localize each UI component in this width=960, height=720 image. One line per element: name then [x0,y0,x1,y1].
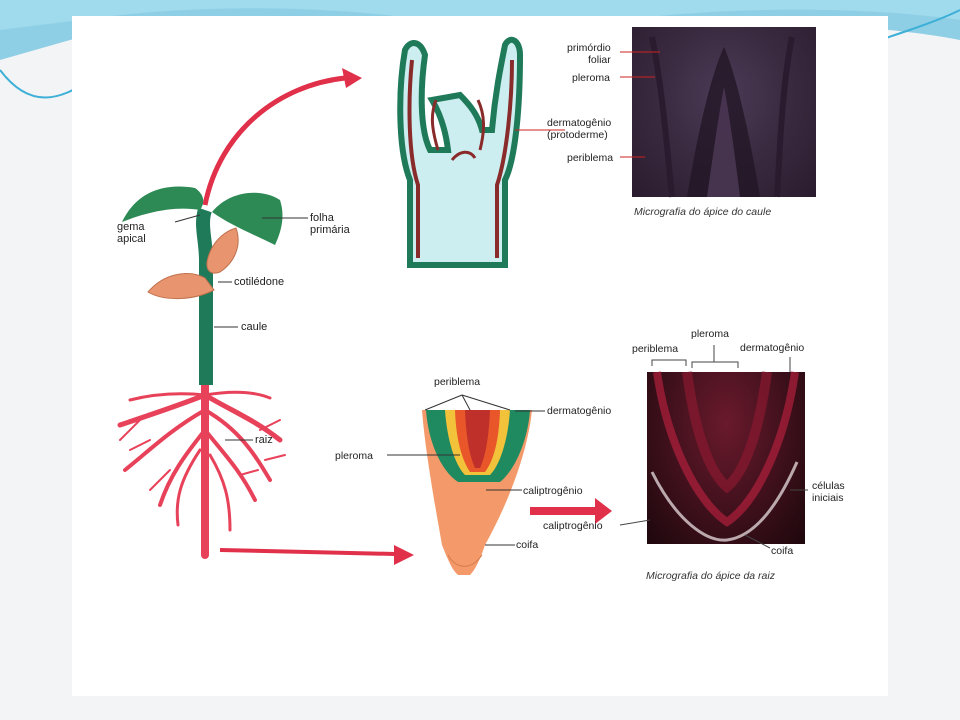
root-system [117,376,286,559]
label-root-periblema: periblema [434,376,481,388]
stem-apex-section [397,36,524,268]
label-stem-pleroma: pleroma [572,72,610,84]
left-leaf [122,186,204,222]
label-cotiledone: cotilédone [234,276,285,288]
label-rm-caliptrogenio: caliptrogênio [543,520,603,532]
seedling-leaders [174,214,308,441]
root-micrograph [647,371,805,544]
seedling [117,186,286,559]
label-root-caliptrogenio: caliptrogênio [523,485,583,497]
cotyledon-upper [206,227,239,274]
arrow-head-root [394,545,414,565]
label-stem-dermatogenio: dermatogênio(protoderme) [547,117,612,141]
root-apex-leaders [387,394,545,546]
arrow-to-root-micrograph [530,498,612,524]
right-leaf [212,192,283,245]
root-apex-section [422,410,532,575]
label-root-coifa: coifa [516,539,539,551]
label-root-pleroma: pleroma [335,450,373,462]
arrow-head-stem [342,68,362,88]
label-root-dermatogenio: dermatogênio [547,405,612,417]
label-rm-periblema: periblema [632,343,679,355]
caption-stem-micrograph: Micrografia do ápice do caule [634,206,772,218]
label-rm-coifa: coifa [771,545,794,557]
label-rm-dermatogenio: dermatogênio [740,342,805,354]
label-stem-periblema: periblema [567,152,614,164]
label-caule: caule [241,321,268,333]
stem-micrograph-texture [649,36,795,198]
root-micrograph-texture [650,371,799,542]
caption-root-micrograph: Micrografia do ápice da raiz [646,570,775,582]
label-raiz: raiz [255,434,273,446]
cotyledon-lower [147,273,215,300]
arrow-to-root-apex [219,548,396,556]
stem [196,207,213,385]
label-rm-pleroma: pleroma [691,328,729,340]
arrow-to-stem-apex [202,75,346,206]
stem-micrograph [632,27,816,198]
